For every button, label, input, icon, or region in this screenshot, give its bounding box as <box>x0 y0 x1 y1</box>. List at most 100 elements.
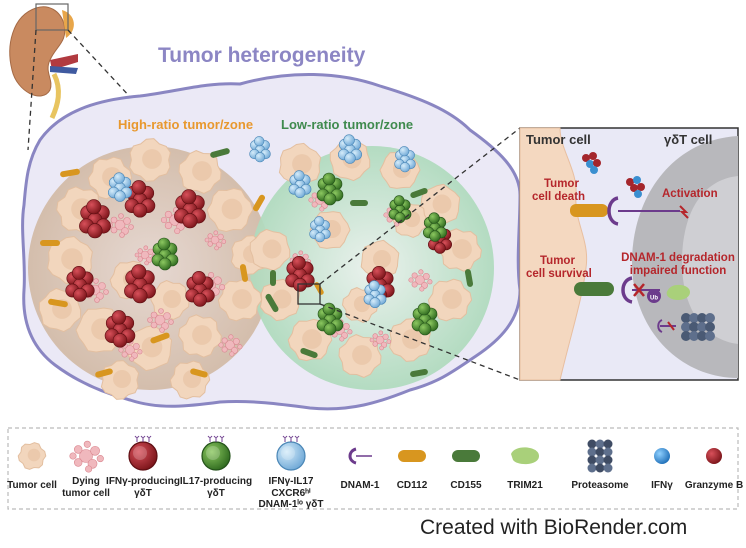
dying-tumor-cell <box>204 230 227 251</box>
tumor-cell <box>217 278 263 322</box>
tumor-cell-survival-label: Tumor cell survival <box>526 255 592 280</box>
cd112-marker <box>314 282 324 295</box>
ifng-gdt-cell <box>124 264 156 304</box>
il17-gdt-cell <box>411 302 439 336</box>
dying-tumor-cell <box>69 440 104 473</box>
proteasome-complex <box>681 313 715 341</box>
kidney-illustration <box>9 3 78 120</box>
granzyme-ifng-cluster <box>582 152 645 198</box>
cd155-marker <box>410 187 428 199</box>
degradation-label: DNAM-1 degradation impaired function <box>621 252 735 277</box>
tumor-cell <box>259 278 301 322</box>
il17-gdt-cell <box>151 237 179 271</box>
dying-tumor-cell <box>118 339 143 362</box>
double-gdt-cell <box>288 170 312 199</box>
double-gdt-cell <box>309 216 331 243</box>
cd155-marker <box>270 270 276 286</box>
credit-text: Created with BioRender.com <box>420 516 688 539</box>
trim21-legend-icon <box>511 447 539 465</box>
tumor-cell <box>17 442 47 470</box>
tumor-cell <box>427 278 473 322</box>
panel-tumor-cell-label: Tumor cell <box>526 132 591 147</box>
double-gdt-cell <box>249 136 271 163</box>
cd155-marker <box>410 368 428 378</box>
il17-gdt-cell <box>316 302 344 336</box>
il17-gdt-legend-icon <box>201 435 231 471</box>
zoom-box <box>297 283 321 305</box>
ifng-gdt-cell <box>65 265 95 302</box>
legend-label-tumor-cell: Tumor cell <box>7 480 57 491</box>
tumor-cell <box>129 138 171 182</box>
cd112-marker <box>190 368 208 378</box>
legend-box <box>7 427 739 510</box>
legend-label-ifng: IFNγ <box>651 480 673 491</box>
legend-label-cd155: CD155 <box>450 480 482 491</box>
cd155-marker <box>300 347 318 359</box>
tumor-cell <box>178 314 222 358</box>
ifng-gdt-cell <box>174 189 206 229</box>
ifng-gdt-legend-icon <box>128 435 158 471</box>
ifng-gdt-cell <box>124 180 156 218</box>
tumor-cell <box>438 228 482 272</box>
granzyme-b-legend-icon <box>706 448 722 464</box>
activation-label: Activation <box>662 188 718 200</box>
double-gdt-cell <box>107 172 133 202</box>
cd155-marker <box>350 200 368 206</box>
cd112-marker <box>150 332 170 344</box>
ifng-gdt-cell <box>79 199 111 239</box>
legend-label-cd112: CD112 <box>396 480 428 491</box>
tumor-cell <box>360 239 400 281</box>
cd112-legend-icon <box>398 450 426 462</box>
ifng-legend-icon <box>654 448 670 464</box>
ifng-gdt-cell <box>185 270 215 307</box>
tumor-cell <box>338 334 382 378</box>
legend-label-trim21: TRIM21 <box>507 480 543 491</box>
cd112-marker <box>253 194 265 212</box>
il17-gdt-cell <box>388 195 412 224</box>
legend-label-granzyme-b: Granzyme B <box>684 480 744 491</box>
tumor-cell <box>278 142 322 188</box>
low-ratio-zone-label: Low-ratio tumor/zone <box>281 117 414 132</box>
il17-gdt-cell <box>316 172 344 206</box>
panel-gdt-cell-label: γδT cell <box>664 132 713 147</box>
dying-tumor-cell <box>218 334 243 357</box>
proteasome-legend-icon <box>587 439 613 473</box>
cd112-marker <box>60 168 80 178</box>
tumor-cell <box>178 150 222 194</box>
legend-label-dnam1: DNAM-1 <box>340 480 380 491</box>
ubiquitin-icon <box>647 289 661 303</box>
double-gdt-cell <box>338 134 362 164</box>
cd112-marker <box>95 368 113 378</box>
cd112-marker <box>40 240 60 246</box>
double-gdt-cell <box>394 146 416 173</box>
legend-icons <box>17 435 722 473</box>
tumor-cell-population <box>38 134 482 400</box>
cd155-marker <box>464 269 474 287</box>
dying-tumor-cell <box>369 330 392 351</box>
cd112-marker <box>48 298 68 308</box>
dying-tumor-cell <box>134 245 157 266</box>
kidney-zoom-box <box>35 3 69 31</box>
cd112-marker <box>239 264 249 282</box>
legend-label-proteasome: Proteasome <box>571 480 629 491</box>
cd155-marker <box>210 148 230 158</box>
double-gdt-legend-icon <box>276 435 306 471</box>
dying-tumor-cell <box>408 269 433 292</box>
diagram-title: Tumor heterogeneity <box>158 44 366 67</box>
high-ratio-zone-label: High-ratio tumor/zone <box>118 117 254 132</box>
mechanism-panel: Ub <box>519 127 739 381</box>
tumor-cell <box>249 228 291 272</box>
cd155-legend-icon <box>452 450 480 462</box>
double-gdt-cell <box>363 280 387 309</box>
dying-tumor-cell <box>147 308 174 333</box>
dnam1-legend-icon <box>348 447 372 465</box>
il17-gdt-cell <box>423 212 447 242</box>
ub-label: Ub <box>650 296 658 302</box>
tumor-cell-death-label: Tumor cell death <box>532 178 586 203</box>
cd155-marker <box>265 293 279 313</box>
